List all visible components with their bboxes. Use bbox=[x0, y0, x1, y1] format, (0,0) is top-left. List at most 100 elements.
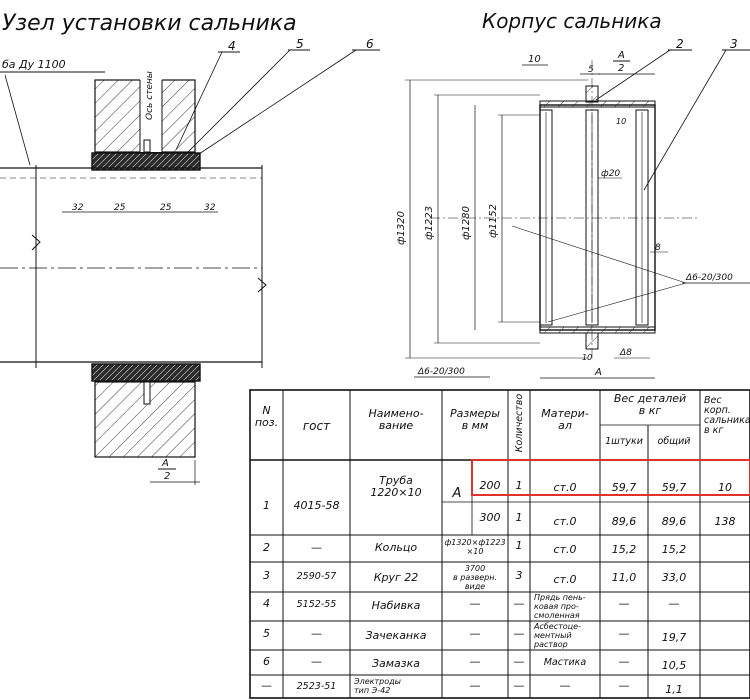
dim-ten-bottom: 10 bbox=[582, 353, 592, 362]
dim-top-2: 2 bbox=[618, 63, 624, 74]
callout-4: 4 bbox=[228, 39, 236, 53]
dim-32-left: 32 bbox=[72, 203, 84, 213]
callout-3: 3 bbox=[730, 37, 738, 51]
cell-w1: 15,2 bbox=[611, 543, 637, 556]
cell-size: 300 bbox=[479, 511, 501, 524]
cell-w1: — bbox=[618, 679, 630, 692]
cell-qty: 1 bbox=[515, 511, 523, 524]
cell-qty: — bbox=[513, 597, 525, 610]
cell-size: ф1320×ф1223 ×10 bbox=[444, 538, 506, 556]
dim-top-5: 5 bbox=[588, 65, 594, 75]
cell-w1: — bbox=[618, 655, 630, 668]
cell-n: 6 bbox=[263, 655, 270, 668]
cell-gost: 2590-57 bbox=[296, 571, 337, 582]
cell-name: Круг 22 bbox=[373, 571, 419, 584]
cell-qty: — bbox=[513, 627, 525, 640]
cell-body: 10 bbox=[718, 481, 732, 494]
cell-gost: — bbox=[311, 627, 322, 640]
specification-table bbox=[249, 389, 750, 699]
cell-name: Зачеканка bbox=[365, 629, 427, 642]
header-num: N поз. bbox=[254, 404, 279, 429]
dim-top-10: 10 bbox=[528, 54, 541, 65]
cell-mat: — bbox=[559, 679, 571, 692]
cell-gost: 2523-51 bbox=[296, 681, 337, 692]
cell-mat: Мастика bbox=[543, 657, 587, 668]
header-gost: гост bbox=[302, 419, 331, 433]
header-material: Матери- ал bbox=[541, 407, 589, 432]
cell-size: 3700 в разверн. виде bbox=[453, 564, 497, 591]
dim-d1223: ф1223 bbox=[424, 206, 435, 240]
cell-w1: 59,7 bbox=[611, 481, 637, 494]
cell-n: 4 bbox=[263, 597, 270, 610]
dim-eight: 8 bbox=[655, 243, 661, 253]
cell-gost: — bbox=[311, 655, 322, 668]
cell-wt: — bbox=[668, 597, 680, 610]
dim-d1320: ф1320 bbox=[396, 211, 407, 245]
cell-mat: ст.0 bbox=[553, 543, 577, 556]
header-body-weight: Вес корп. сальника в кг bbox=[704, 395, 750, 436]
dim-top-a: A bbox=[617, 50, 625, 61]
header-weight: Вес деталей в кг bbox=[613, 392, 687, 417]
wall-axis-label: Ось стены bbox=[145, 71, 155, 120]
header-sizes: Размеры в мм bbox=[450, 407, 500, 432]
dim-25-left: 25 bbox=[114, 203, 126, 213]
header-weight-unit: 1штуки bbox=[605, 436, 643, 447]
cell-w1: 89,6 bbox=[611, 515, 637, 528]
dim-25-right: 25 bbox=[160, 203, 172, 213]
cell-n: — bbox=[261, 679, 272, 692]
highlight-box bbox=[471, 459, 750, 496]
cell-name: Кольцо bbox=[374, 541, 418, 554]
cell-name: Электроды тип Э-42 bbox=[354, 677, 401, 695]
dim-d1152: ф1152 bbox=[488, 204, 499, 238]
cell-gost: 5152-55 bbox=[296, 599, 337, 610]
cell-n: 5 bbox=[263, 627, 270, 640]
cell-body: 138 bbox=[714, 515, 736, 528]
cell-gost: — bbox=[311, 541, 322, 554]
weld-ref-bottom: Δ6-20/300 bbox=[417, 367, 465, 377]
cell-size: — bbox=[469, 597, 481, 610]
cell-size: 200 bbox=[479, 479, 501, 492]
dim-d1280: ф1280 bbox=[461, 206, 472, 240]
cell-n: 1 bbox=[263, 499, 270, 512]
dim-phi20: ф20 bbox=[601, 169, 620, 179]
header-name: Наимено- вание bbox=[368, 407, 424, 432]
cell-wt: 59,7 bbox=[661, 481, 687, 494]
packing-upper bbox=[91, 152, 201, 171]
pipe-label: ба Ду 1100 bbox=[2, 58, 66, 71]
gland-body-view: Корпус сальника ф1320 ф1223 ф1280 ф1152 … bbox=[396, 9, 750, 379]
gland-assembly-view: Узел установки сальника ба Ду 1100 Ось с… bbox=[0, 11, 380, 485]
weld-ref-right: Δ6-20/300 bbox=[685, 273, 733, 283]
cell-wt: 33,0 bbox=[661, 571, 687, 584]
cell-qty: 3 bbox=[515, 569, 523, 582]
cell-mat: Прядь пень- ковая про- смоленная bbox=[534, 593, 586, 620]
cell-qty: — bbox=[513, 655, 525, 668]
cell-wt: 89,6 bbox=[661, 515, 687, 528]
cell-mat: ст.0 bbox=[553, 573, 577, 586]
callout-2: 2 bbox=[676, 37, 684, 51]
cell-n: 3 bbox=[263, 569, 270, 582]
cell-w1: — bbox=[618, 627, 630, 640]
right-view-title: Корпус сальника bbox=[482, 9, 662, 33]
header-weight-total: общий bbox=[657, 436, 691, 447]
header-qty: Количество bbox=[514, 393, 525, 453]
dim-32-right: 32 bbox=[204, 203, 216, 213]
weld-ref-delta8: Δ8 bbox=[619, 348, 632, 358]
half-a-denominator: 2 bbox=[164, 471, 170, 482]
cell-size: — bbox=[469, 655, 481, 668]
cell-qty: 1 bbox=[515, 479, 523, 492]
cell-w1: 11,0 bbox=[611, 571, 637, 584]
cell-name: Набивка bbox=[371, 599, 421, 612]
packing-lower bbox=[91, 363, 201, 382]
half-a-letter: A bbox=[161, 458, 169, 469]
cell-qty: — bbox=[513, 679, 525, 692]
callout-6: 6 bbox=[366, 37, 374, 51]
cell-n: 2 bbox=[263, 541, 270, 554]
cell-size: — bbox=[469, 627, 481, 640]
cell-wt: 19,7 bbox=[661, 631, 687, 644]
dim-ten: 10 bbox=[616, 117, 626, 126]
cell-mat: ст.0 bbox=[553, 515, 577, 528]
cell-mat: Асбестоце- ментный раствор bbox=[534, 622, 581, 649]
cell-qty: 1 bbox=[515, 539, 523, 552]
cell-wt: 10,5 bbox=[661, 659, 687, 672]
